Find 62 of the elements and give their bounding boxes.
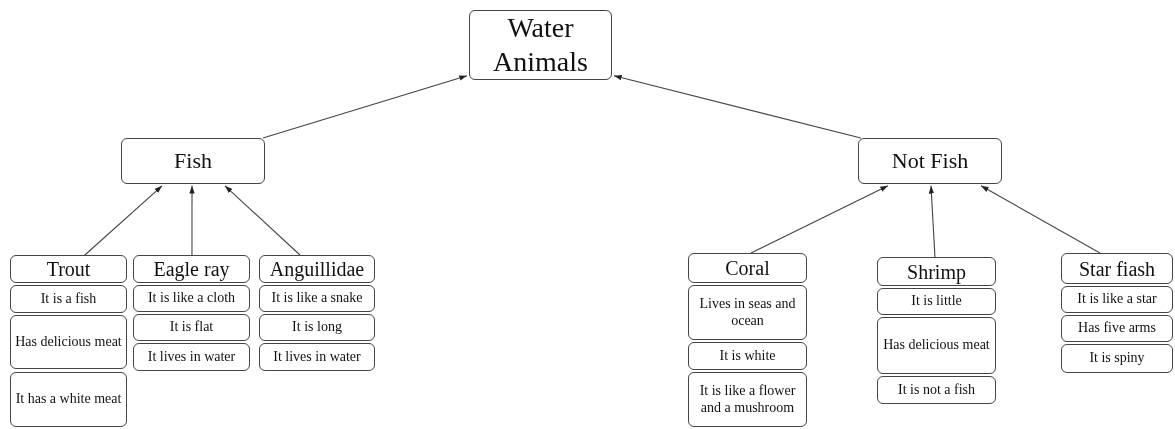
node-label: Water Animals bbox=[492, 11, 589, 79]
node-label: It is like a snake bbox=[271, 290, 363, 307]
fact-box bbox=[133, 285, 250, 312]
arrow bbox=[224, 185, 301, 256]
category-box bbox=[121, 138, 265, 184]
fact-box bbox=[1061, 286, 1173, 313]
node-label: Lives in seas and ocean bbox=[698, 295, 797, 330]
node-label: It is long bbox=[292, 319, 342, 336]
fact-box bbox=[259, 285, 375, 312]
node-label: It lives in water bbox=[273, 348, 361, 366]
node-label: Has five arms bbox=[1078, 320, 1156, 337]
arrow bbox=[84, 185, 163, 256]
arrow bbox=[750, 185, 889, 254]
node-label: It has a white meat bbox=[15, 391, 122, 408]
node-label: Has delicious meat bbox=[15, 333, 122, 351]
node-label: It is little bbox=[911, 293, 962, 310]
fact-box bbox=[688, 285, 807, 340]
fact-box bbox=[877, 317, 996, 374]
category-box bbox=[469, 10, 612, 80]
category-box bbox=[877, 257, 996, 286]
fact-box bbox=[1061, 344, 1173, 373]
node-label: It is like a flower and a mushroom bbox=[698, 382, 797, 417]
node-label: It is white bbox=[719, 347, 776, 365]
node-label: Fish bbox=[174, 147, 212, 175]
node-label: It is not a fish bbox=[898, 381, 975, 399]
fact-box bbox=[877, 288, 996, 315]
arrow bbox=[980, 185, 1101, 254]
arrow bbox=[928, 185, 936, 258]
node-label: Trout bbox=[46, 257, 91, 281]
node-label: It is a fish bbox=[40, 290, 97, 308]
fact-box bbox=[10, 372, 127, 427]
category-box bbox=[1061, 253, 1173, 284]
fact-box bbox=[10, 285, 127, 313]
node-label: Anguillidae bbox=[269, 257, 365, 281]
arrow bbox=[189, 185, 195, 256]
fact-box bbox=[688, 372, 807, 427]
node-label: It lives in water bbox=[147, 348, 236, 366]
fact-box bbox=[688, 342, 807, 370]
node-label: Star fiash bbox=[1078, 256, 1156, 281]
node-label: Not Fish bbox=[891, 147, 969, 175]
node-label: It is flat bbox=[169, 319, 214, 336]
category-box bbox=[133, 255, 250, 283]
category-box bbox=[10, 255, 127, 283]
node-label: Shrimp bbox=[907, 259, 966, 284]
fact-box bbox=[133, 343, 250, 371]
fact-box bbox=[259, 343, 375, 371]
fact-box bbox=[133, 314, 250, 341]
fact-box bbox=[259, 314, 375, 341]
category-box bbox=[858, 138, 1002, 184]
node-label: Has delicious meat bbox=[883, 337, 990, 354]
fact-box bbox=[877, 376, 996, 404]
node-label: It is like a cloth bbox=[147, 290, 236, 307]
category-box bbox=[259, 255, 375, 283]
arrow bbox=[613, 75, 862, 139]
node-label: It is spiny bbox=[1089, 350, 1145, 367]
fact-box bbox=[1061, 315, 1173, 342]
category-box bbox=[688, 253, 807, 283]
arrow bbox=[262, 75, 468, 139]
node-label: Eagle ray bbox=[153, 257, 230, 281]
node-label: Coral bbox=[725, 256, 770, 280]
fact-box bbox=[10, 315, 127, 369]
node-label: It is like a star bbox=[1077, 291, 1157, 308]
